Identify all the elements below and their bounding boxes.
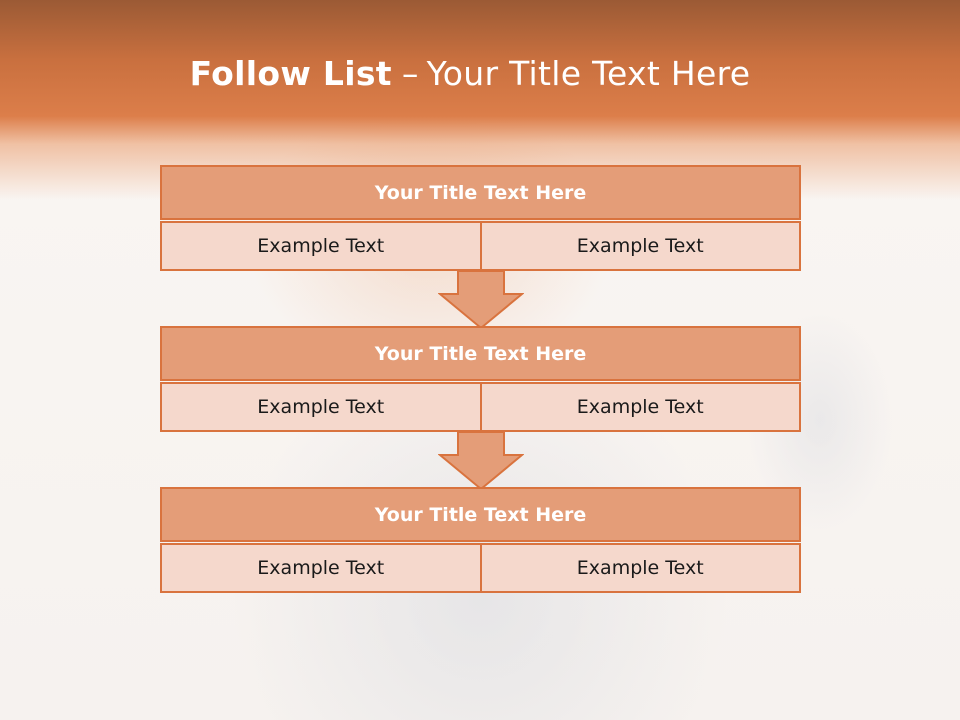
step-heading: Your Title Text Here bbox=[160, 487, 801, 542]
step-row: Example Text Example Text bbox=[160, 543, 801, 593]
step-cell-left: Example Text bbox=[160, 543, 482, 593]
step-cell-left: Example Text bbox=[160, 221, 482, 271]
step-box-2: Your Title Text Here Example Text Exampl… bbox=[160, 326, 801, 432]
slide-title: Follow List–Your Title Text Here bbox=[0, 54, 940, 93]
title-dash: – bbox=[401, 54, 419, 93]
step-box-3: Your Title Text Here Example Text Exampl… bbox=[160, 487, 801, 593]
step-row: Example Text Example Text bbox=[160, 221, 801, 271]
step-row: Example Text Example Text bbox=[160, 382, 801, 432]
down-arrow-icon bbox=[438, 270, 524, 330]
step-cell-right: Example Text bbox=[481, 543, 801, 593]
step-heading: Your Title Text Here bbox=[160, 326, 801, 381]
step-box-1: Your Title Text Here Example Text Exampl… bbox=[160, 165, 801, 271]
down-arrow-icon bbox=[438, 431, 524, 491]
step-heading: Your Title Text Here bbox=[160, 165, 801, 220]
step-cell-right: Example Text bbox=[481, 221, 801, 271]
step-cell-left: Example Text bbox=[160, 382, 482, 432]
title-bold-part: Follow List bbox=[189, 54, 392, 93]
step-cell-right: Example Text bbox=[481, 382, 801, 432]
title-rest-part: Your Title Text Here bbox=[426, 54, 751, 93]
